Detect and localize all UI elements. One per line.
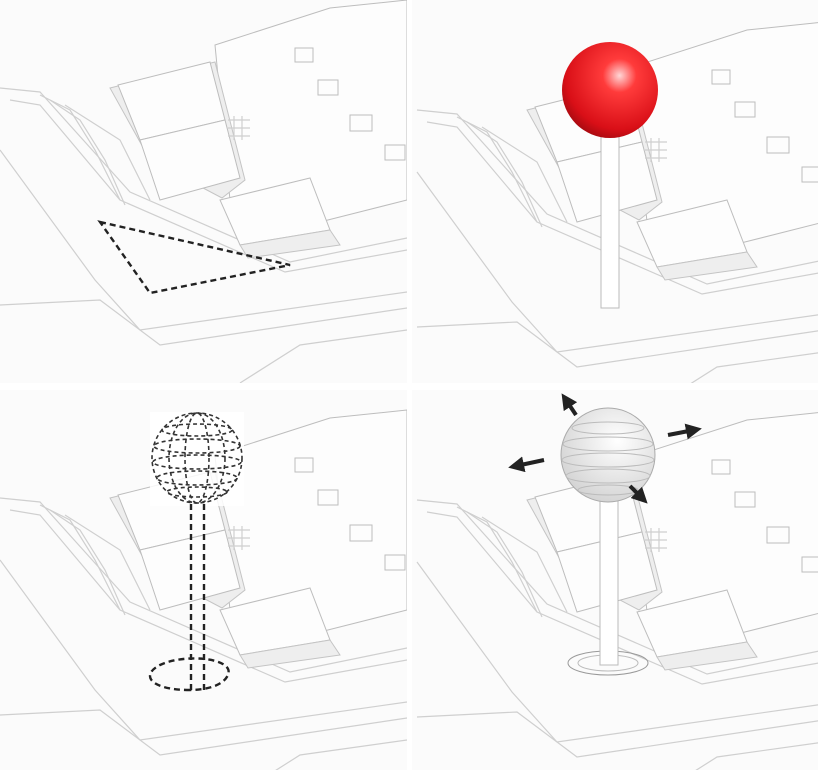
pole (599, 494, 619, 666)
arrow-down-right-icon (628, 484, 648, 504)
dashed-ground-spiral (148, 657, 230, 692)
pole (600, 129, 620, 309)
panel-dashed-sphere (0, 390, 407, 770)
arrow-left-icon (508, 456, 545, 473)
panel-white-sphere (412, 390, 818, 770)
dashed-site-triangle (97, 220, 291, 295)
dashed-sphere-outline (150, 412, 244, 506)
red-sphere (562, 42, 658, 138)
panel-red-sphere (412, 0, 818, 383)
building-model (0, 0, 407, 383)
arrow-up-left-icon (561, 393, 578, 417)
arrow-right-icon (667, 423, 702, 440)
panel-site-area (0, 0, 407, 383)
white-banded-sphere (560, 407, 656, 503)
